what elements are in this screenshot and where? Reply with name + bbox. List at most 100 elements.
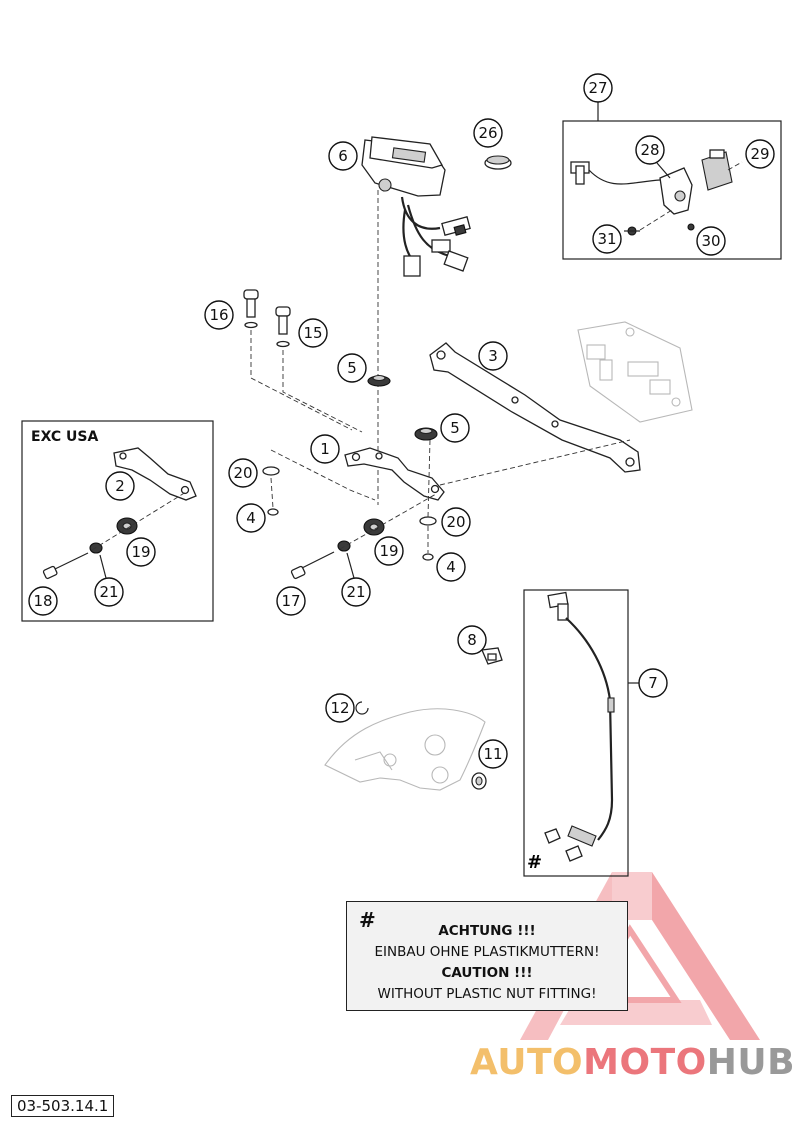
callout-4-left: 4 <box>236 503 266 533</box>
nut-right <box>422 553 434 561</box>
washer-left <box>262 466 280 476</box>
headlight-mask-ghost <box>577 321 693 423</box>
callout-27: 27 <box>583 73 613 103</box>
svg-text:12: 12 <box>330 699 349 717</box>
watermark-logo: AUTOMOTOHUB <box>470 1042 795 1083</box>
callout-26: 26 <box>473 118 503 148</box>
svg-text:20: 20 <box>233 464 252 482</box>
callout-18: 18 <box>28 586 58 616</box>
cable-nuts <box>544 828 583 862</box>
svg-text:21: 21 <box>99 583 118 601</box>
callout-21-centre: 21 <box>341 577 371 607</box>
svg-text:19: 19 <box>379 542 398 560</box>
callout-5-upper: 5 <box>337 353 367 383</box>
instrument-bracket <box>344 447 445 501</box>
warning-line-german-heading: ACHTUNG !!! <box>438 923 536 939</box>
callout-21-usa: 21 <box>94 577 124 607</box>
svg-text:18: 18 <box>33 592 52 610</box>
svg-text:8: 8 <box>467 631 477 649</box>
callout-11: 11 <box>478 739 508 769</box>
svg-text:26: 26 <box>478 124 497 142</box>
sensor-screw <box>624 226 640 236</box>
svg-text:20: 20 <box>446 513 465 531</box>
warning-line-german-text: EINBAU OHNE PLASTIKMUTTERN! <box>374 944 600 960</box>
sensor-magnet-block <box>701 149 733 191</box>
svg-text:29: 29 <box>750 145 769 163</box>
svg-text:7: 7 <box>648 674 658 692</box>
exc-usa-grommet <box>116 517 138 535</box>
rubber-grommet-11 <box>471 772 487 790</box>
warning-line-english-heading: CAUTION !!! <box>441 965 533 981</box>
svg-text:17: 17 <box>281 592 300 610</box>
rubber-bushing-right <box>414 427 438 441</box>
speedometer-unit <box>361 136 471 277</box>
svg-text:21: 21 <box>346 583 365 601</box>
sensor-connector <box>570 161 661 185</box>
callout-7: 7 <box>638 668 668 698</box>
svg-text:27: 27 <box>588 79 607 97</box>
svg-text:5: 5 <box>450 419 460 437</box>
callout-19-usa: 19 <box>126 537 156 567</box>
exc-usa-box <box>21 420 214 622</box>
callout-31: 31 <box>592 224 622 254</box>
svg-text:19: 19 <box>131 543 150 561</box>
drawing-number: 03-503.14.1 <box>11 1095 115 1117</box>
speedo-cable <box>547 591 615 847</box>
callout-15: 15 <box>298 318 328 348</box>
warning-symbol: # <box>359 908 376 932</box>
speedo-cable-box <box>523 589 629 877</box>
svg-text:2: 2 <box>115 477 125 495</box>
watermark-part-moto: MOTO <box>583 1042 707 1083</box>
svg-text:3: 3 <box>488 347 498 365</box>
circlip <box>355 701 369 715</box>
callout-29: 29 <box>745 139 775 169</box>
exc-usa-bracket <box>113 447 197 501</box>
spacer-centre <box>337 540 351 552</box>
screw-17 <box>290 551 335 580</box>
svg-text:4: 4 <box>246 509 256 527</box>
cap-part <box>484 155 512 170</box>
svg-text:1: 1 <box>320 440 330 458</box>
callout-8: 8 <box>457 625 487 655</box>
callout-6: 6 <box>328 141 358 171</box>
sensor-bracket <box>659 167 693 215</box>
callout-20-right: 20 <box>441 507 471 537</box>
callout-17: 17 <box>276 586 306 616</box>
callout-12: 12 <box>325 693 355 723</box>
callout-4-right: 4 <box>436 552 466 582</box>
sensor-nut <box>687 223 695 231</box>
callout-19-centre: 19 <box>374 536 404 566</box>
rubber-bushing-upper <box>367 374 391 387</box>
grommet-centre <box>363 518 385 536</box>
warning-line-english-text: WITHOUT PLASTIC NUT FITTING! <box>377 986 597 1002</box>
callout-1: 1 <box>310 434 340 464</box>
callout-5-right: 5 <box>440 413 470 443</box>
svg-text:4: 4 <box>446 558 456 576</box>
bolt-16 <box>243 289 259 329</box>
warning-box: # ACHTUNG !!! EINBAU OHNE PLASTIKMUTTERN… <box>346 901 628 1011</box>
mounting-bracket-long <box>429 342 641 473</box>
svg-text:5: 5 <box>347 359 357 377</box>
svg-text:31: 31 <box>597 230 616 248</box>
exc-usa-label: EXC USA <box>31 429 99 445</box>
watermark-part-auto: AUTO <box>470 1042 584 1083</box>
callout-20-left: 20 <box>228 458 258 488</box>
cable-note-symbol: # <box>527 852 542 873</box>
svg-text:11: 11 <box>483 745 502 763</box>
svg-text:6: 6 <box>338 147 348 165</box>
svg-text:30: 30 <box>701 232 720 250</box>
callout-30: 30 <box>696 226 726 256</box>
fork-bridge-ghost <box>324 708 486 791</box>
callout-3: 3 <box>478 341 508 371</box>
callout-28: 28 <box>635 135 665 165</box>
washer-right <box>419 516 437 526</box>
svg-text:28: 28 <box>640 141 659 159</box>
cable-clip <box>481 647 503 665</box>
svg-text:15: 15 <box>303 324 322 342</box>
bolt-15 <box>275 306 291 348</box>
callout-2: 2 <box>105 471 135 501</box>
nut-left <box>267 508 279 516</box>
callout-16: 16 <box>204 300 234 330</box>
svg-text:16: 16 <box>209 306 228 324</box>
